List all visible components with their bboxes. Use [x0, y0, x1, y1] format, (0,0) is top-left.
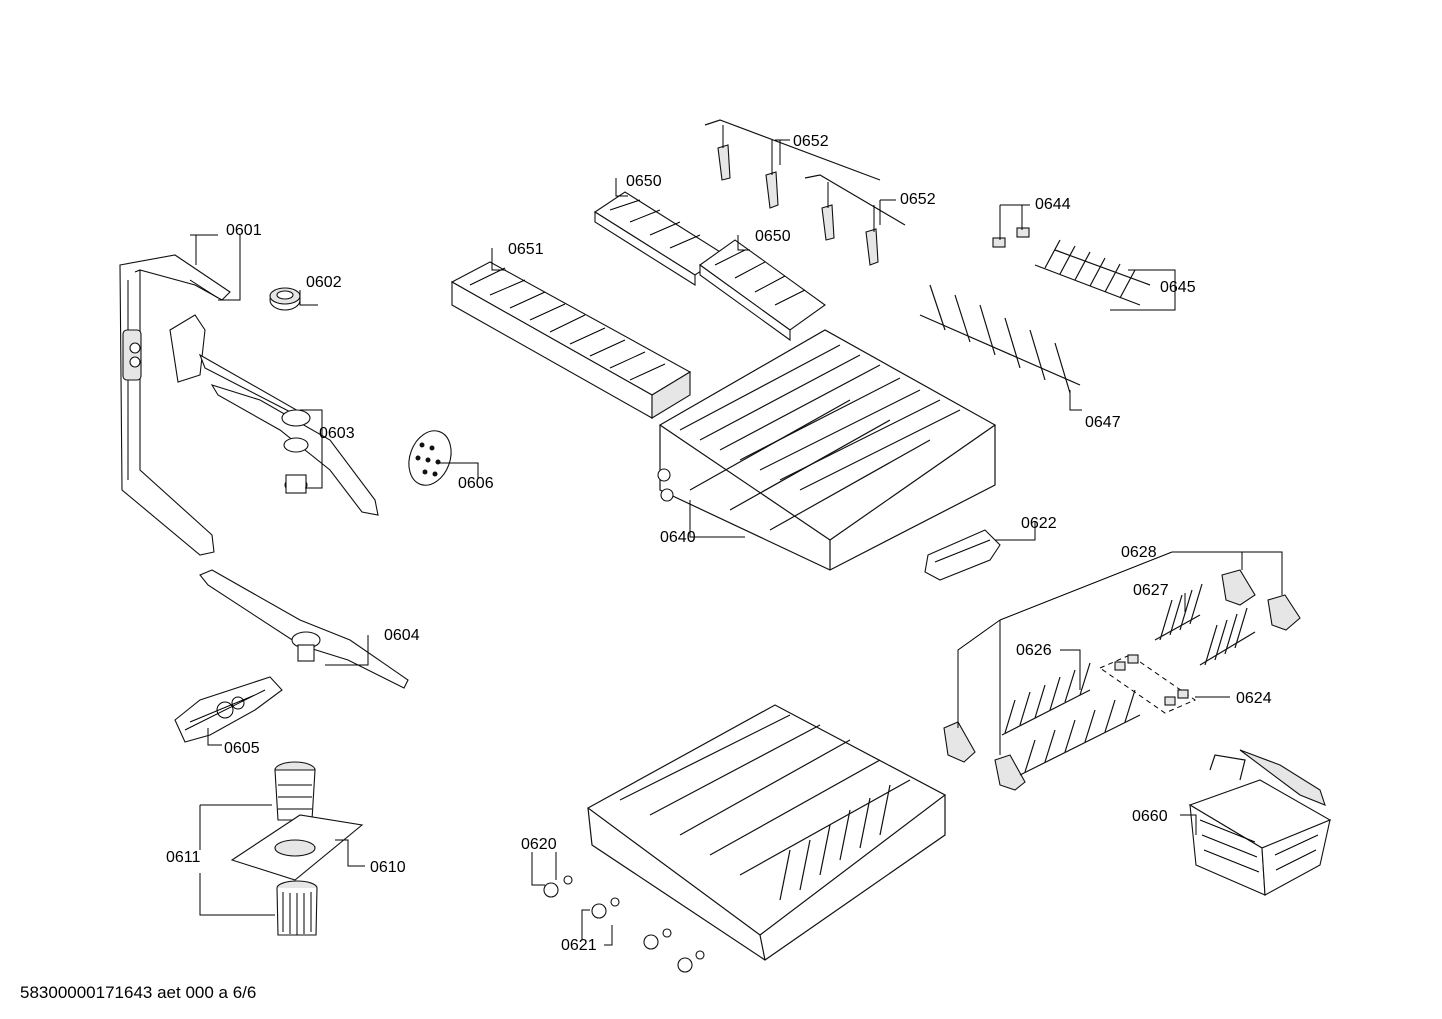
part-label: 0660	[1132, 808, 1168, 825]
part-label: 0640	[660, 529, 696, 546]
part-label: 0622	[1021, 515, 1057, 532]
part-label: 0624	[1236, 690, 1272, 707]
part-label: 0652	[900, 191, 936, 208]
leader-lines	[190, 139, 1283, 946]
part-label: 0650	[626, 173, 662, 190]
fine-filter-drawing	[174, 676, 283, 743]
lower-spray-arm-drawing	[199, 569, 409, 689]
hinge-drawing	[943, 569, 1301, 791]
part-label: 0626	[1016, 642, 1052, 659]
lower-basket-drawing	[543, 704, 947, 973]
part-label: 0606	[458, 475, 494, 492]
part-label: 0650	[755, 228, 791, 245]
part-labels: 0601 0602 0603 0604 0605 0606 0610 0611 …	[166, 133, 1272, 954]
rack-insert-drawing	[593, 191, 727, 286]
supply-tube-drawing	[119, 254, 231, 556]
part-label: 0627	[1133, 582, 1169, 599]
cutlery-drawer-drawing	[450, 261, 692, 419]
part-label: 0602	[306, 274, 342, 291]
part-label: 0603	[319, 425, 355, 442]
part-label: 0620	[521, 836, 557, 853]
cover-disc-drawing	[408, 430, 452, 486]
part-label: 0652	[793, 133, 829, 150]
nut-drawing	[269, 287, 301, 311]
part-label: 0644	[1035, 196, 1071, 213]
part-label: 0621	[561, 937, 597, 954]
part-label: 0651	[508, 241, 544, 258]
clip-set-drawing	[1098, 654, 1197, 714]
part-label: 0605	[224, 740, 260, 757]
part-label: 0604	[384, 627, 420, 644]
upper-basket-drawing	[657, 329, 997, 571]
clip-rail-drawing	[704, 119, 881, 209]
part-label: 0610	[370, 859, 406, 876]
part-label: 0647	[1085, 414, 1121, 431]
tine-row-drawing	[1154, 583, 1256, 666]
cap-drawing	[992, 227, 1030, 248]
cutlery-basket-drawing	[1188, 749, 1332, 896]
handle-drawing	[924, 529, 1001, 581]
part-label: 0611	[166, 849, 201, 866]
part-label: 0601	[226, 222, 262, 239]
clip-rail-drawing	[804, 174, 906, 266]
part-label: 0628	[1121, 544, 1157, 561]
document-id: 58300000171643 aet 000 a 6/6	[20, 983, 256, 1002]
filter-unit-drawing	[230, 761, 364, 936]
folding-tines-drawing	[919, 284, 1081, 394]
tine-row-drawing	[1034, 239, 1151, 306]
tine-row-drawing	[1001, 662, 1141, 776]
rack-insert-drawing	[699, 239, 826, 342]
upper-spray-arm-drawing	[169, 314, 379, 516]
part-label: 0645	[1160, 279, 1196, 296]
